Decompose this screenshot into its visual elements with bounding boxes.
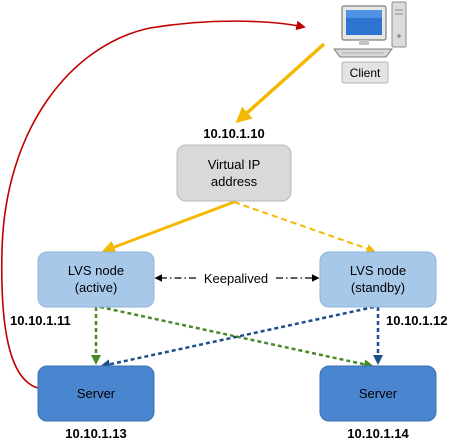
lvs-active-label-line2: (active) [75,280,118,295]
client-node: Client [333,1,407,84]
vip-ip-label: 10.10.1.10 [203,126,264,141]
request-arrow-vip-to-standby [233,201,376,253]
standby-route-to-left-server [100,305,375,370]
vip-label-line2: address [211,174,258,189]
lvs-active-node: LVS node (active) 10.10.1.11 [10,251,155,328]
lvs-active-ip-label: 10.10.1.11 [10,313,71,328]
lvs-active-label-line1: LVS node [68,263,124,278]
vip-node: 10.10.1.10 Virtual IP address [176,126,292,202]
lvs-standby-box [319,251,437,308]
keepalived-label: Keepalived [204,271,268,286]
lvs-standby-node: LVS node (standby) 10.10.1.12 [319,251,447,328]
desktop-computer-icon [333,1,407,58]
vip-box [176,144,292,202]
server-left-node: Server 10.10.1.13 [37,365,155,441]
server-left-label: Server [77,386,116,401]
return-arrow-server-to-client [0,20,306,389]
server-right-box [319,365,437,422]
server-right-node: Server 10.10.1.14 [319,365,437,441]
client-label-box [341,61,389,84]
lvs-active-box [37,251,155,308]
lvs-standby-label-line2: (standby) [351,280,405,295]
server-right-ip-label: 10.10.1.14 [347,426,409,441]
server-right-label: Server [359,386,398,401]
server-left-box [37,365,155,422]
lvs-standby-ip-label: 10.10.1.12 [386,313,447,328]
active-route-to-right-server [99,305,374,370]
server-left-ip-label: 10.10.1.13 [65,426,126,441]
request-arrow-vip-to-active [101,200,235,254]
vip-label-line1: Virtual IP [208,157,261,172]
lvs-standby-label-line1: LVS node [350,263,406,278]
client-label: Client [350,66,381,80]
request-arrow-client-to-vip [235,42,326,124]
